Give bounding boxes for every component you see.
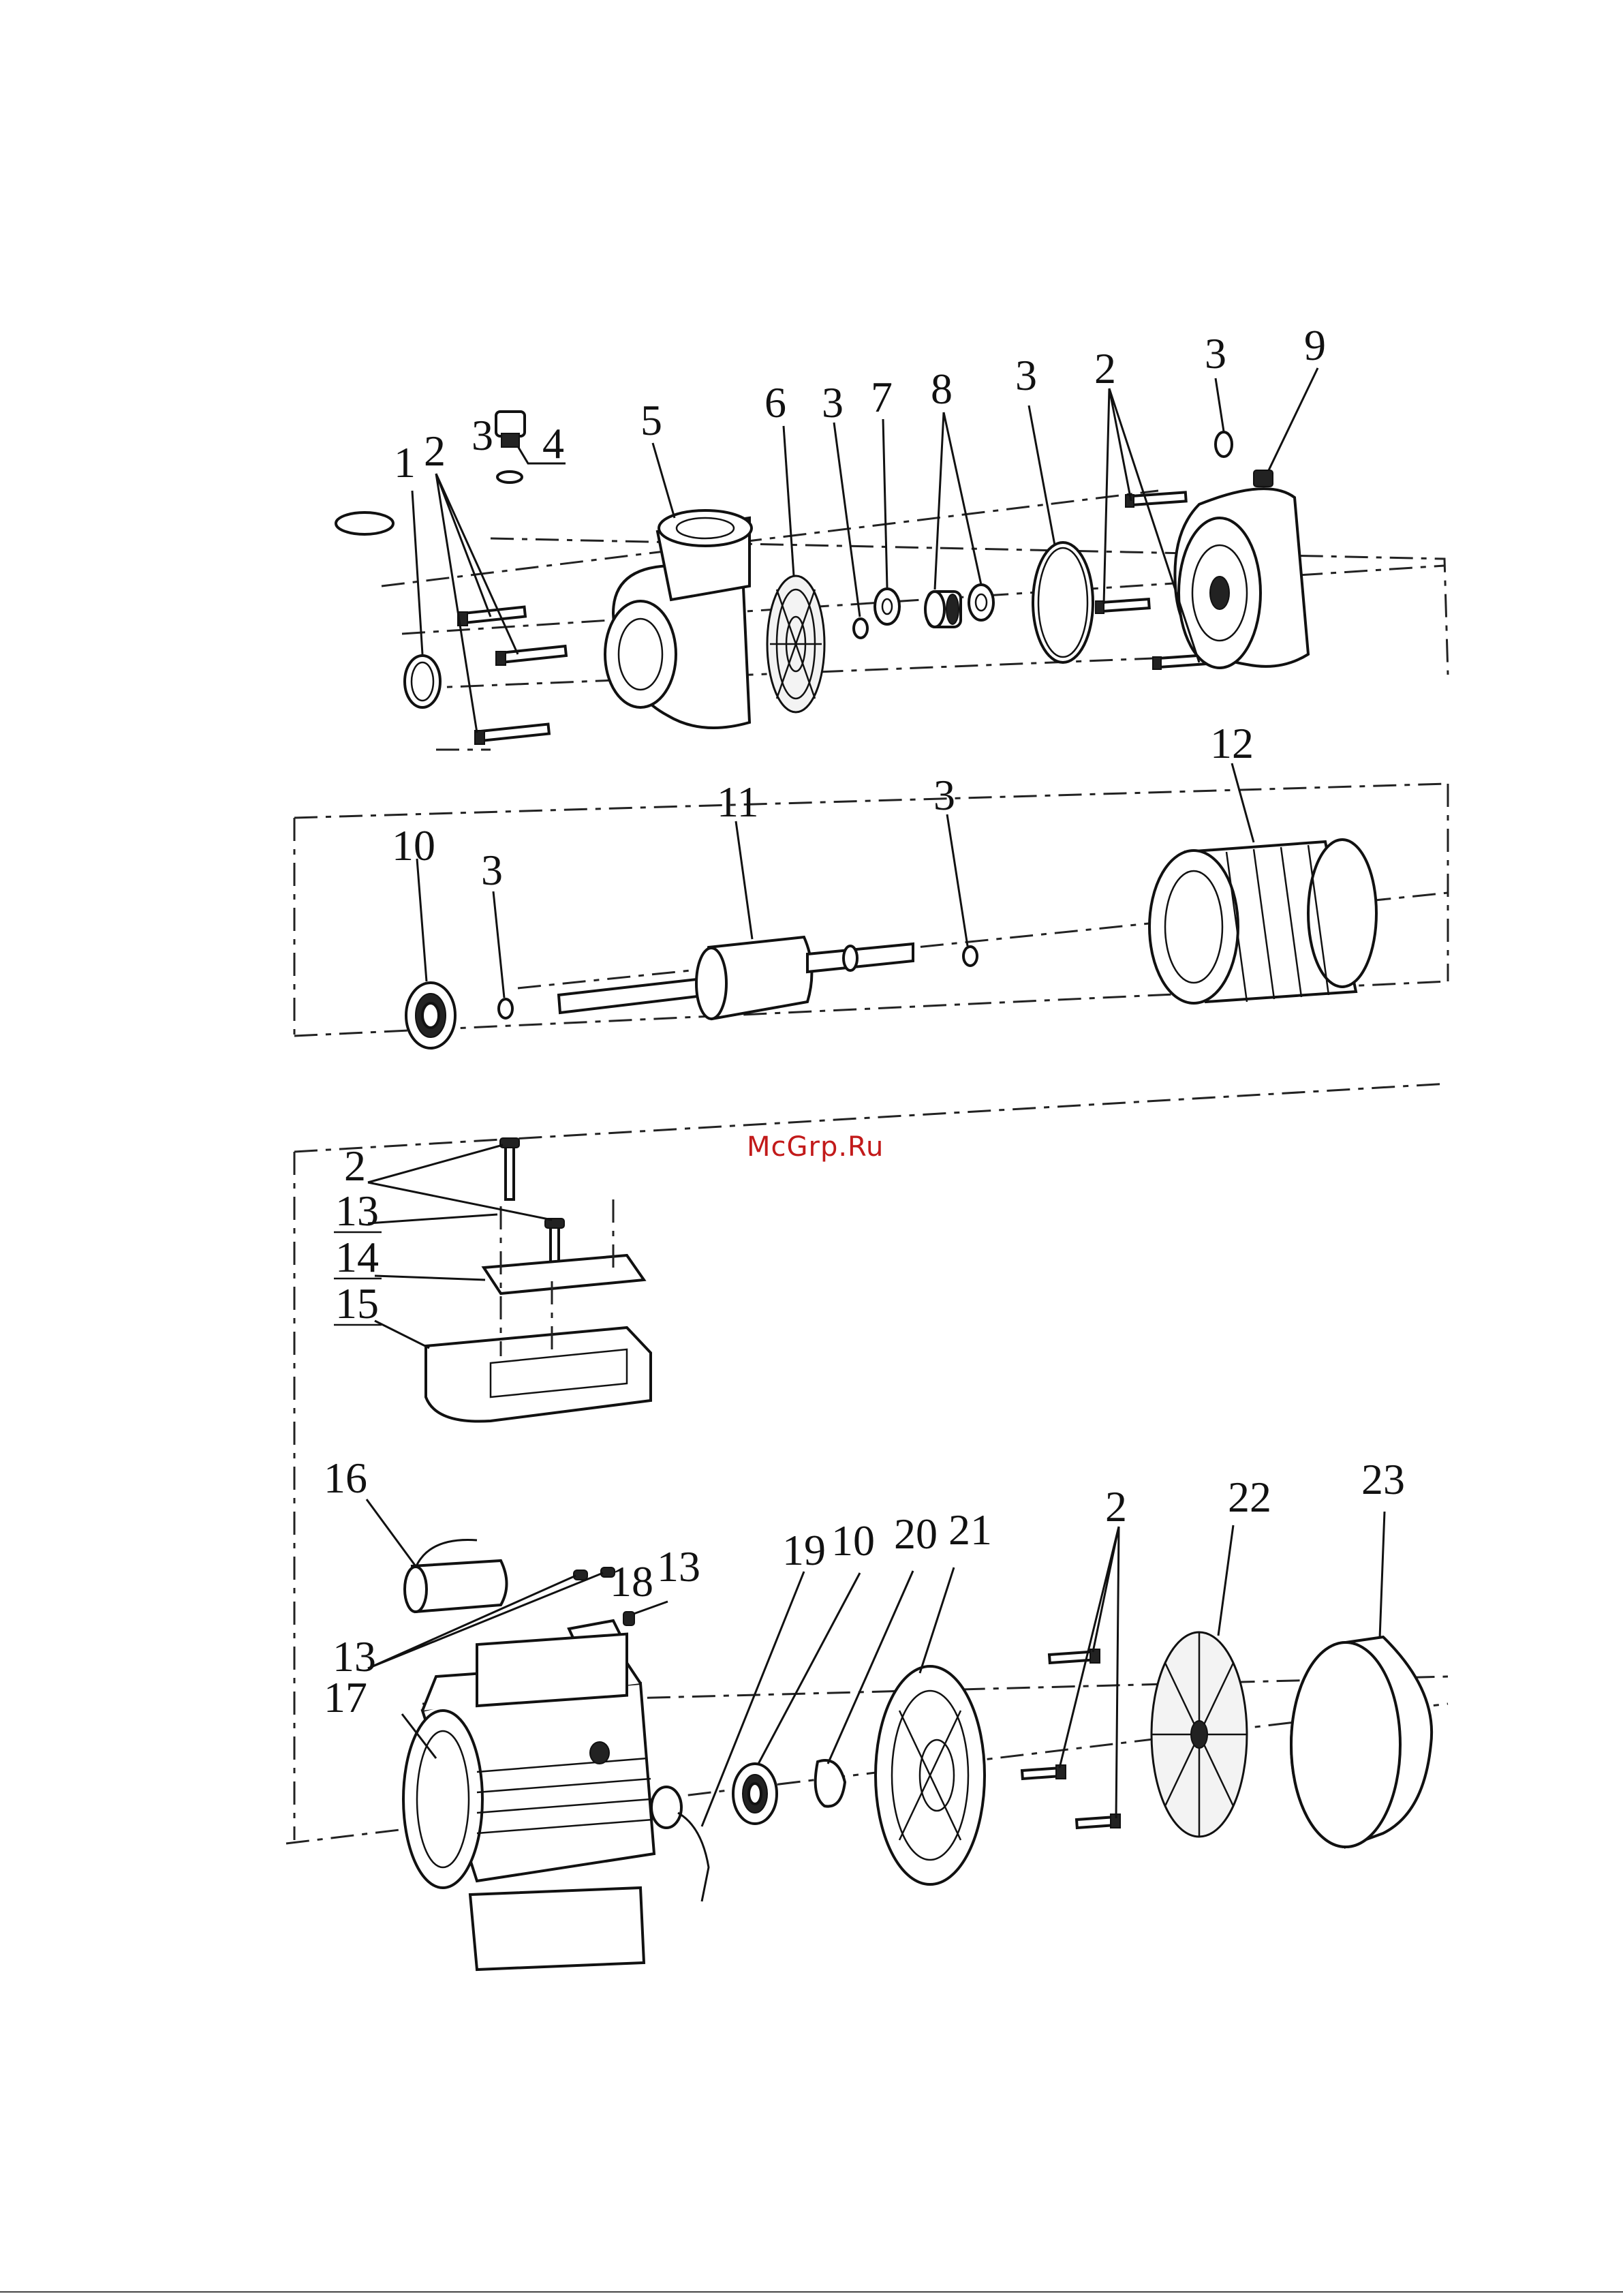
part-3-circlip-a xyxy=(499,999,512,1018)
part-8-mechanical-seal xyxy=(925,585,993,627)
label-2d: 2 xyxy=(1105,1482,1127,1531)
label-18: 18 xyxy=(610,1557,653,1606)
label-3a: 3 xyxy=(472,411,493,459)
part-14-gasket xyxy=(484,1255,644,1294)
terminal-box-leaders xyxy=(368,1145,552,1348)
part-10-bearing-front xyxy=(406,983,455,1048)
part-23-fan-cover xyxy=(1291,1637,1432,1847)
rotor-stator-group xyxy=(294,763,1448,1048)
part-1-oring-lower xyxy=(405,656,440,707)
label-10b: 10 xyxy=(831,1516,875,1565)
watermark: McGrp.Ru xyxy=(747,1131,884,1163)
part-2-end-shield-bolts xyxy=(1022,1649,1120,1828)
part-2-cover-screws xyxy=(500,1138,564,1274)
label-1: 1 xyxy=(394,438,416,487)
label-23: 23 xyxy=(1361,1455,1405,1503)
page-bottom-rule xyxy=(0,2291,1623,2293)
label-2b: 2 xyxy=(1094,344,1116,393)
label-2c: 2 xyxy=(344,1142,366,1190)
label-3c: 3 xyxy=(1015,351,1037,399)
part-12-stator xyxy=(1149,840,1376,1003)
part-3-nut xyxy=(1216,432,1232,457)
label-3f: 3 xyxy=(933,771,955,819)
part-10-bearing-rear xyxy=(733,1764,777,1824)
part-15-terminal-cover xyxy=(426,1328,651,1422)
label-19: 19 xyxy=(782,1526,826,1574)
label-10a: 10 xyxy=(392,821,435,870)
part-22-fan xyxy=(1151,1632,1247,1837)
label-6: 6 xyxy=(764,378,786,427)
label-15: 15 xyxy=(335,1279,379,1328)
label-3e: 3 xyxy=(481,846,503,894)
label-13a: 13 xyxy=(335,1187,379,1235)
label-13b: 13 xyxy=(657,1542,700,1591)
part-6-impeller xyxy=(767,576,824,712)
part-20-wave-washer xyxy=(816,1760,845,1807)
part-9-pump-cover xyxy=(1175,470,1308,668)
label-17: 17 xyxy=(324,1673,367,1721)
part-5-pump-housing xyxy=(605,510,752,728)
part-1-oring-upper xyxy=(336,512,393,534)
label-2a: 2 xyxy=(424,427,446,475)
part-3-circlip-b xyxy=(963,947,977,966)
label-22: 22 xyxy=(1228,1473,1271,1521)
part-19-cable xyxy=(651,1787,709,1901)
label-16: 16 xyxy=(324,1454,367,1502)
label-9: 9 xyxy=(1304,321,1326,369)
label-7: 7 xyxy=(871,373,893,421)
part-3-large-oring xyxy=(1033,542,1093,662)
pump-head-group xyxy=(336,368,1448,750)
part-3-washer-a xyxy=(854,619,867,638)
part-17-motor-frame xyxy=(403,1634,654,1970)
part-7-washer xyxy=(875,589,899,624)
label-3d: 3 xyxy=(1205,329,1226,378)
label-21: 21 xyxy=(948,1505,992,1554)
label-12: 12 xyxy=(1210,719,1254,767)
part-21-end-shield xyxy=(876,1666,985,1884)
label-8: 8 xyxy=(931,365,953,413)
label-11: 11 xyxy=(717,778,759,826)
part-16-capacitor xyxy=(405,1540,507,1612)
part-4-drain-plug xyxy=(496,412,525,483)
label-5: 5 xyxy=(640,396,662,444)
label-4: 4 xyxy=(542,419,564,468)
label-20: 20 xyxy=(894,1510,938,1558)
motor-body-group xyxy=(286,1499,1448,1970)
label-14: 14 xyxy=(335,1233,379,1281)
label-3b: 3 xyxy=(822,378,844,427)
